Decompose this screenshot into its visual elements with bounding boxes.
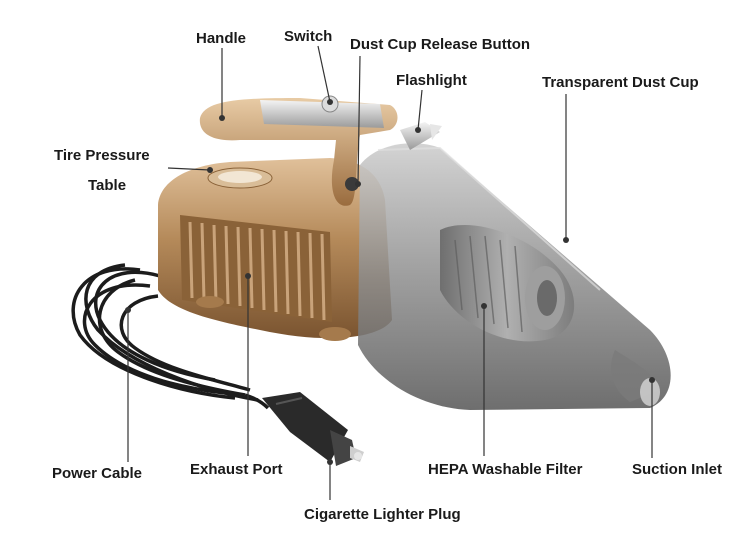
label-switch: Switch [284,28,333,45]
hepa-filter [440,224,575,342]
label-cigarette-lighter-plug: Cigarette Lighter Plug [304,506,461,523]
label-handle: Handle [196,30,247,47]
power-cable [71,263,270,410]
label-tire-pressure-table: Table [88,177,127,194]
label-transparent-dust-cup: Transparent Dust Cup [542,74,699,91]
label-dust-cup-release-button: Dust Cup Release Button [350,36,531,53]
motor-housing [158,158,392,341]
leader-dots [125,99,655,465]
label-flashlight: Flashlight [396,72,467,89]
label-power-cable: Power Cable [52,465,143,482]
leader-lines [127,45,653,500]
cigarette-plug [262,392,364,466]
handle [199,95,398,206]
label-tire-pressure: Tire Pressure [54,147,150,164]
label-hepa-washable-filter: HEPA Washable Filter [428,461,583,478]
label-suction-inlet: Suction Inlet [632,461,722,478]
label-exhaust-port: Exhaust Port [190,461,283,478]
